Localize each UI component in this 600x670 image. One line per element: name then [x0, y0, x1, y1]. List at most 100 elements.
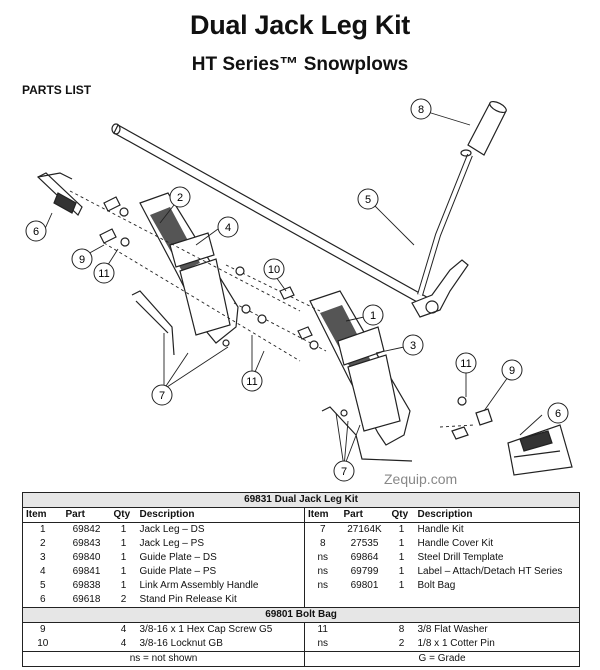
col-description: Description	[136, 507, 305, 523]
callout-11-mid: 11	[241, 370, 263, 392]
description: Handle Cover Kit	[417, 538, 494, 549]
part-number: 69838	[72, 580, 101, 591]
part-number	[62, 637, 111, 652]
quantity: 1	[398, 524, 405, 535]
stand-pin-right	[507, 424, 573, 476]
item-number: 5	[39, 580, 46, 591]
callout-5: 5	[357, 188, 379, 210]
part-number: 69841	[72, 566, 101, 577]
quantity: 2	[388, 637, 415, 652]
callout-7-right: 7	[333, 460, 355, 482]
callout-10: 10	[263, 258, 285, 280]
item-number: ns	[304, 637, 341, 652]
callout-4: 4	[217, 216, 239, 238]
svg-text:10: 10	[268, 264, 280, 276]
quantity: 1	[120, 552, 127, 563]
parts-list-heading: PARTS LIST	[22, 83, 92, 97]
page-subtitle: HT Series™ Snowplows	[191, 54, 409, 75]
col-description-2: Description	[414, 507, 580, 523]
item-number: 3	[39, 552, 46, 563]
item-number: ns	[317, 566, 329, 577]
description: Link Arm Assembly Handle	[136, 579, 305, 593]
svg-text:11: 11	[460, 358, 471, 370]
description: Jack Leg – DS	[136, 522, 305, 537]
part-number: 69840	[72, 552, 101, 563]
col-part-2: Part	[340, 507, 389, 523]
description: Label – Attach/Detach HT Series	[417, 566, 563, 577]
link-arm-bar	[111, 123, 473, 318]
part-number	[63, 623, 111, 638]
part-number	[340, 593, 389, 608]
description: Guide Plate – DS	[136, 551, 305, 565]
item-number: 8	[319, 538, 326, 549]
svg-text:8: 8	[418, 104, 424, 116]
item-number: ns	[317, 552, 329, 563]
handle-cover	[460, 100, 507, 157]
svg-text:9: 9	[509, 365, 515, 377]
quantity: 1	[120, 580, 127, 591]
description: Bolt Bag	[417, 580, 456, 591]
svg-text:7: 7	[159, 390, 165, 402]
callout-7-left: 7	[151, 384, 173, 406]
part-number: 69864	[350, 552, 379, 563]
stand-pin-left	[36, 172, 83, 216]
item-number	[304, 593, 341, 608]
guide-plate-ds	[337, 326, 401, 432]
kit-title: 69831 Dual Jack Leg Kit	[21, 492, 581, 508]
part-number: 69799	[350, 566, 379, 577]
description: Handle Kit	[417, 524, 464, 535]
description: Guide Plate – PS	[136, 565, 305, 579]
parts-table: 69831 Dual Jack Leg Kit Item Part Qty De…	[21, 492, 581, 667]
footer-row: ns = not shown G = Grade	[22, 651, 581, 667]
callout-3: 3	[402, 334, 424, 356]
item-number: 10	[22, 637, 63, 652]
item-number: 4	[39, 566, 46, 577]
description	[414, 593, 580, 608]
ns-note: ns = not shown	[22, 651, 305, 667]
callout-8: 8	[410, 98, 432, 120]
quantity: 4	[120, 624, 127, 635]
svg-text:7: 7	[341, 466, 347, 478]
callout-group: 1 2 3 4 5 6 6 7 7 7 8 9 9 10 11 11 11	[25, 98, 569, 482]
item-number: 1	[39, 524, 46, 535]
part-number: 27535	[350, 538, 379, 549]
quantity: 2	[110, 593, 137, 608]
part-number	[341, 623, 389, 638]
part-number: 69618	[62, 593, 111, 608]
description: Jack Leg – PS	[136, 537, 305, 551]
quantity: 8	[398, 624, 405, 635]
part-number	[340, 637, 389, 652]
description: 3/8-16 x 1 Hex Cap Screw G5	[136, 622, 305, 637]
svg-text:2: 2	[177, 192, 183, 204]
handle-left	[131, 290, 175, 356]
quantity: 1	[120, 566, 127, 577]
svg-text:11: 11	[98, 268, 109, 280]
col-qty-2: Qty	[388, 507, 415, 523]
watermark: Zequip.com	[384, 471, 457, 487]
description: Steel Drill Template	[417, 552, 504, 563]
hardware-fasteners	[99, 196, 493, 440]
col-part: Part	[62, 507, 111, 523]
quantity: 1	[398, 566, 405, 577]
item-number: 11	[317, 624, 328, 635]
callout-1: 1	[362, 304, 384, 326]
part-number: 27164K	[347, 524, 382, 535]
callout-11-left: 11	[93, 262, 115, 284]
col-qty: Qty	[110, 507, 137, 523]
quantity: 1	[398, 538, 405, 549]
part-number: 69801	[350, 580, 379, 591]
part-number: 69842	[72, 524, 101, 535]
svg-text:6: 6	[33, 226, 39, 238]
quantity: 1	[120, 538, 127, 549]
svg-text:9: 9	[79, 254, 85, 266]
svg-text:4: 4	[225, 222, 231, 234]
description: 3/8-16 Locknut GB	[136, 637, 305, 652]
kit-header-row: Item Part Qty Description Item Part Qty …	[22, 507, 580, 523]
description: 3/8 Flat Washer	[417, 624, 488, 635]
item-number: ns	[317, 580, 329, 591]
callout-2: 2	[169, 186, 191, 208]
